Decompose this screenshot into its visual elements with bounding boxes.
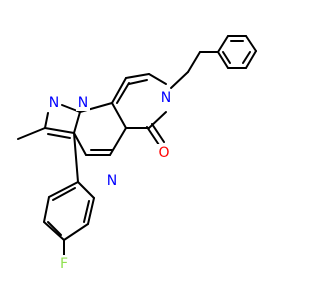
atom-mask bbox=[56, 255, 72, 273]
bond bbox=[242, 51, 251, 64]
bond bbox=[63, 223, 89, 241]
atom-mask bbox=[158, 89, 174, 107]
bond bbox=[217, 35, 229, 53]
bond bbox=[170, 71, 189, 89]
bond bbox=[87, 197, 95, 225]
bond bbox=[47, 221, 62, 236]
bond bbox=[48, 181, 79, 198]
pyrazole-nitrogen-2-label: N bbox=[49, 95, 59, 111]
bond bbox=[187, 51, 201, 73]
bond bbox=[43, 221, 65, 241]
bond bbox=[151, 123, 165, 143]
fluorine-label: F bbox=[60, 256, 68, 272]
bond bbox=[44, 112, 49, 129]
bond bbox=[148, 73, 167, 85]
bond bbox=[217, 51, 229, 69]
carbonyl-oxygen-label: O bbox=[158, 145, 169, 161]
bond bbox=[83, 200, 90, 223]
bond bbox=[43, 196, 50, 223]
bond bbox=[111, 77, 127, 104]
bond bbox=[245, 35, 257, 52]
pyridone-nitrogen-label: N bbox=[161, 90, 171, 106]
bond bbox=[17, 127, 46, 140]
bond bbox=[128, 79, 148, 85]
atom-labels: N O N N N F bbox=[47, 89, 174, 273]
bond bbox=[109, 127, 127, 156]
atom-mask bbox=[47, 95, 61, 111]
bond bbox=[52, 187, 76, 201]
atom-mask bbox=[156, 144, 172, 162]
bonds bbox=[17, 35, 257, 257]
bond bbox=[146, 126, 160, 146]
bond bbox=[44, 127, 75, 134]
bond bbox=[125, 73, 150, 79]
bond bbox=[222, 51, 231, 64]
pyrazole-nitrogen-1-label: N bbox=[78, 95, 88, 111]
pyrimidine-nitrogen-label: N bbox=[107, 173, 117, 189]
molecule-structure: N O N N N F bbox=[17, 35, 257, 273]
bond bbox=[73, 132, 87, 156]
bond bbox=[47, 133, 71, 139]
atom-mask bbox=[104, 172, 120, 190]
bond bbox=[245, 50, 257, 69]
bond bbox=[77, 181, 95, 199]
bond bbox=[111, 102, 127, 129]
bond bbox=[73, 111, 81, 134]
bond bbox=[148, 111, 167, 129]
atom-mask bbox=[76, 95, 90, 111]
bond bbox=[116, 82, 130, 104]
bond bbox=[73, 132, 79, 183]
